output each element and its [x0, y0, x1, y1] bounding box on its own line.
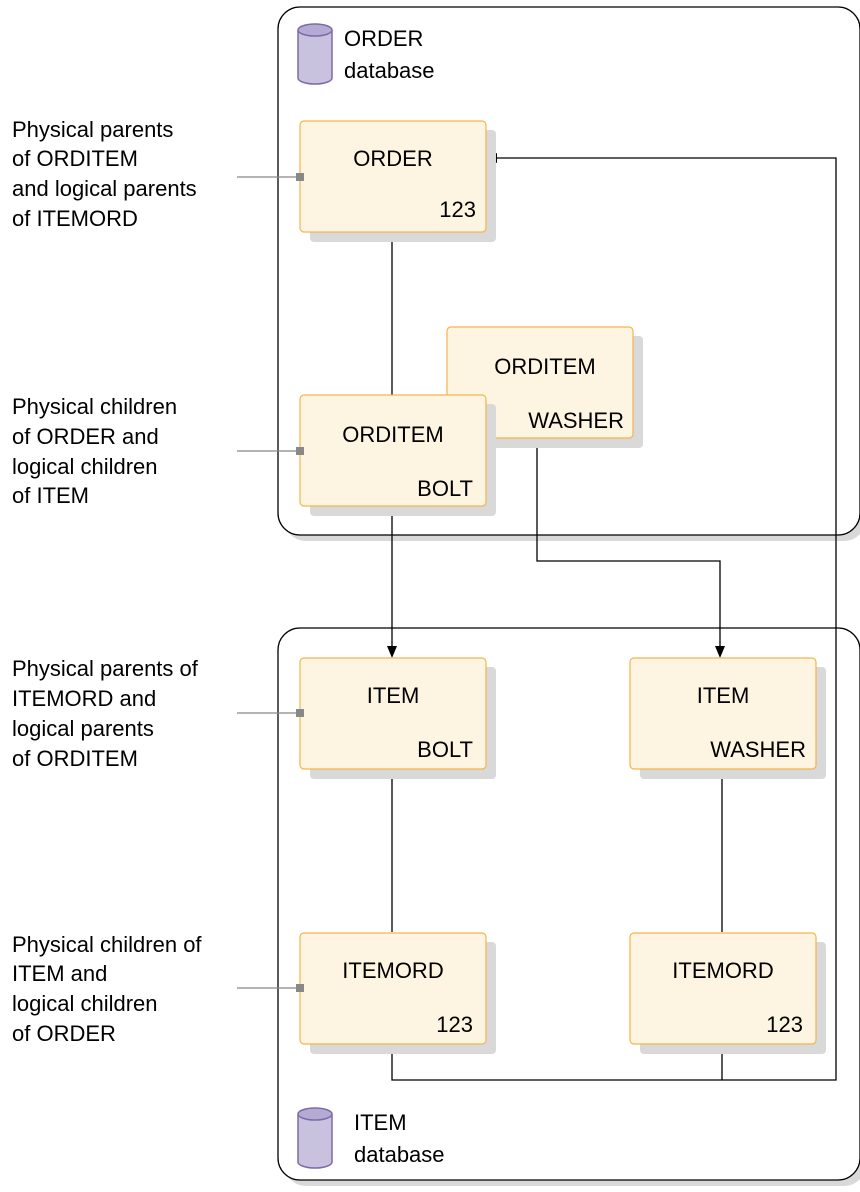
annotation-line: and logical parents: [12, 176, 197, 201]
annotation-physical-parents-orditem: Physical parents of ORDITEM and logical …: [12, 117, 197, 231]
segment-itemord-washer: ITEMORD 123: [629, 932, 826, 1054]
annotation-line: of ITEMORD: [12, 206, 138, 231]
connector-end-marker: [296, 709, 304, 717]
segment-item-bolt: ITEM BOLT: [299, 657, 496, 779]
itemord-to-order-arrow: [391, 153, 837, 1081]
segment-key: 123: [439, 197, 476, 222]
orditem-washer-to-item-washer-arrow: [536, 438, 725, 658]
segment-key: BOLT: [417, 476, 473, 501]
annotation-connectors: [237, 176, 298, 989]
connector-end-marker: [296, 984, 304, 992]
segment-key: WASHER: [528, 408, 624, 433]
order-database-label: ORDER database: [297, 23, 435, 85]
segment-name: ORDER: [353, 146, 432, 171]
segment-order: ORDER 123: [299, 120, 496, 242]
annotation-line: of ORDER: [12, 1021, 116, 1046]
annotation-line: Physical parents of: [12, 656, 199, 681]
item-database-label: ITEM database: [297, 1107, 445, 1169]
annotation-line: logical children: [12, 991, 158, 1016]
segment-itemord-bolt: ITEMORD 123: [299, 932, 496, 1054]
segment-key: WASHER: [710, 737, 806, 762]
segment-name: ORDITEM: [342, 422, 443, 447]
relationship-lines: [387, 153, 837, 1081]
annotation-line: Physical parents: [12, 117, 173, 142]
database-name: ORDER: [344, 26, 423, 51]
annotation-line: of ITEM: [12, 483, 89, 508]
annotation-connector-ends: [296, 173, 304, 992]
connector-end-marker: [296, 447, 304, 455]
segment-key: 123: [436, 1012, 473, 1037]
connector-end-marker: [296, 173, 304, 181]
database-cylinder-icon: [297, 1107, 333, 1169]
annotation-line: logical children: [12, 454, 158, 479]
annotation-physical-parents-itemord: Physical parents of ITEMORD and logical …: [12, 656, 199, 771]
annotation-line: logical parents: [12, 716, 154, 741]
segment-name: ORDITEM: [494, 354, 595, 379]
annotation-line: ITEM and: [12, 961, 107, 986]
annotation-line: ITEMORD and: [12, 686, 156, 711]
database-name: ITEM: [354, 1110, 407, 1135]
annotation-line: Physical children of: [12, 932, 202, 957]
segment-item-washer: ITEM WASHER: [629, 657, 826, 779]
annotation-physical-children-order: Physical children of ORDER and logical c…: [12, 394, 177, 508]
segment-name: ITEMORD: [672, 958, 773, 983]
database-word: database: [354, 1142, 445, 1167]
segment-name: ITEM: [697, 683, 750, 708]
database-cylinder-icon: [297, 23, 333, 85]
segment-key: BOLT: [417, 737, 473, 762]
segment-orditem-bolt: ORDITEM BOLT: [299, 394, 496, 516]
segment-key: 123: [766, 1012, 803, 1037]
segment-name: ITEM: [367, 683, 420, 708]
segment-name: ITEMORD: [342, 958, 443, 983]
annotation-physical-children-item: Physical children of ITEM and logical ch…: [12, 932, 202, 1046]
annotation-line: Physical children: [12, 394, 177, 419]
annotation-line: of ORDITEM: [12, 746, 138, 771]
database-word: database: [344, 58, 435, 83]
annotation-line: of ORDITEM: [12, 146, 138, 171]
annotation-line: of ORDER and: [12, 424, 159, 449]
